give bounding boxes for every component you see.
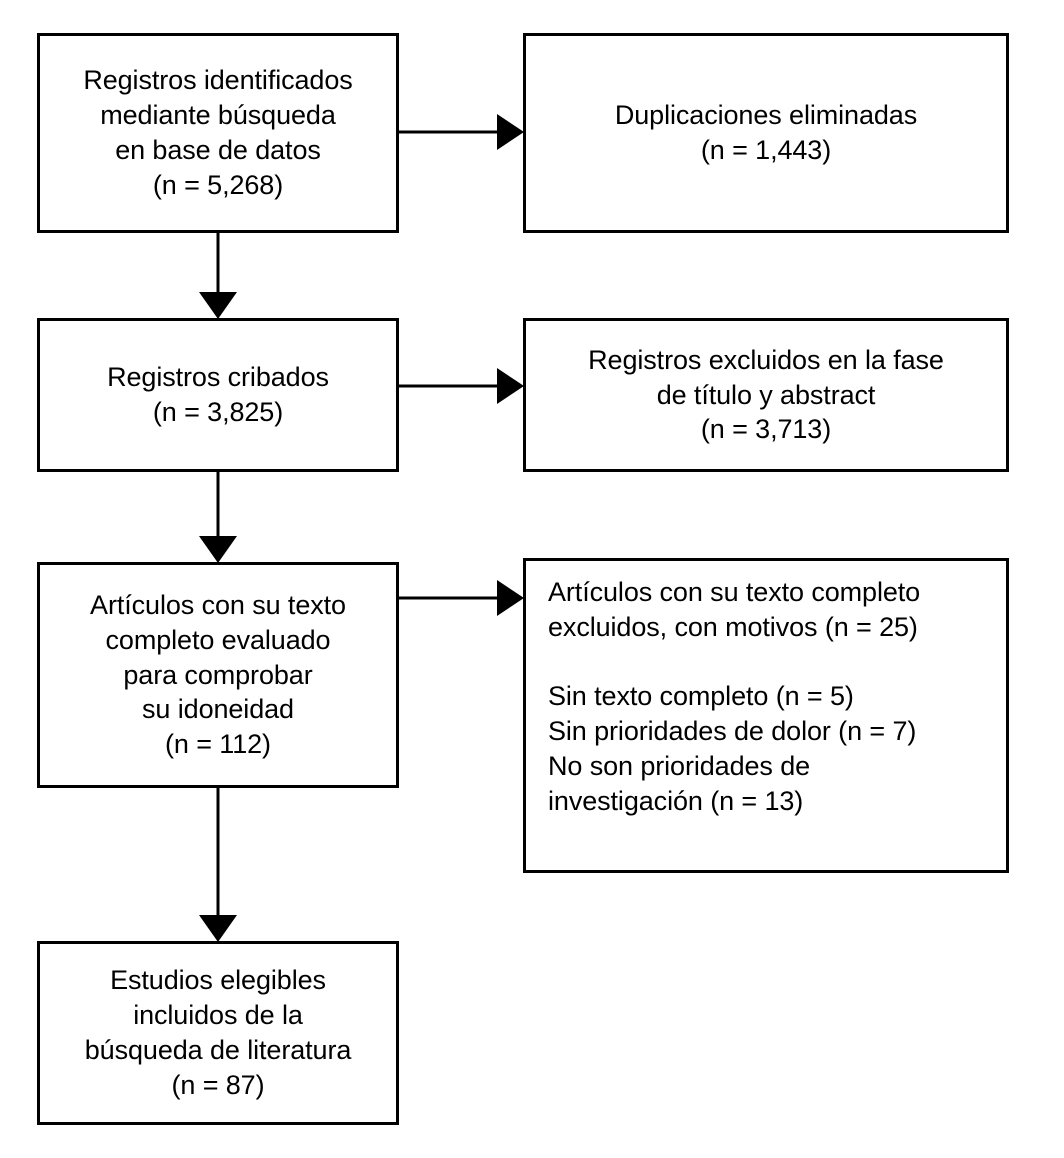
text-line: (n = 5,268): [152, 169, 284, 200]
text-line: mediante búsqueda: [100, 100, 336, 131]
node-fulltext-assessed-box: [37, 562, 399, 788]
edge-identified-to-duplicates: [398, 114, 524, 150]
text-line: (n = 3,713): [700, 414, 832, 445]
text-line: Artículos con su texto: [90, 589, 346, 620]
text-line: Registros excluidos en la fase: [588, 344, 944, 375]
text-line: de título y abstract: [656, 379, 876, 410]
text-line: investigación (n = 13): [548, 785, 804, 816]
node-included-box: [37, 941, 399, 1125]
text-line: en base de datos: [115, 135, 321, 165]
edge-fulltext-to-included: [199, 787, 237, 942]
node-excluded-title-abstract-label: Registros excluidos en la fase de título…: [526, 321, 1006, 469]
text-line-blank: [548, 645, 555, 680]
node-fulltext-excluded-box: [523, 558, 1009, 873]
node-fulltext-assessed-label: Artículos con su texto completo evaluado…: [40, 565, 396, 785]
text-line: Estudios elegibles: [110, 965, 326, 996]
text-line: excluidos, con motivos (n = 25): [548, 611, 918, 642]
node-identified-box: [37, 33, 399, 233]
text-line: (n = 112): [165, 729, 271, 760]
text-line: completo evaluado: [105, 624, 331, 655]
node-excluded-title-abstract-box: [523, 318, 1009, 472]
text-line: Sin prioridades de dolor (n = 7): [548, 716, 917, 747]
text-line: Registros cribados: [107, 362, 329, 393]
node-screened-label: Registros cribados (n = 3,825): [40, 321, 396, 469]
text-line: No son prioridades de: [548, 751, 811, 782]
node-duplicates-box: [523, 33, 1009, 233]
text-line: su idoneidad: [142, 694, 294, 725]
node-fulltext-excluded-label: Artículos con su texto completo excluido…: [526, 561, 1006, 870]
text-line: (n = 1,443): [700, 135, 832, 165]
text-line: Sin texto completo (n = 5): [548, 681, 854, 712]
node-duplicates-label: Duplicaciones eliminadas (n = 1,443): [526, 36, 1006, 230]
text-line: Duplicaciones eliminadas: [614, 100, 918, 131]
edge-identified-to-screened: [199, 232, 237, 319]
edge-screened-to-excluded: [398, 368, 524, 404]
text-line: para comprobar: [123, 659, 313, 690]
node-included-label: Estudios elegibles incluidos de la búsqu…: [40, 944, 396, 1122]
text-line: (n = 3,825): [152, 397, 284, 427]
node-identified-label: Registros identificados mediante búsqued…: [40, 36, 396, 230]
text-line: incluidos de la: [133, 1000, 303, 1031]
text-line: búsqueda de literatura: [84, 1035, 352, 1065]
node-screened-box: [37, 318, 399, 472]
text-line: (n = 87): [171, 1069, 265, 1100]
edge-fulltext-to-excluded: [398, 580, 524, 616]
text-line: Registros identificados: [83, 65, 353, 96]
text-line: Artículos con su texto completo: [548, 577, 921, 607]
edge-screened-to-fulltext: [199, 471, 237, 563]
